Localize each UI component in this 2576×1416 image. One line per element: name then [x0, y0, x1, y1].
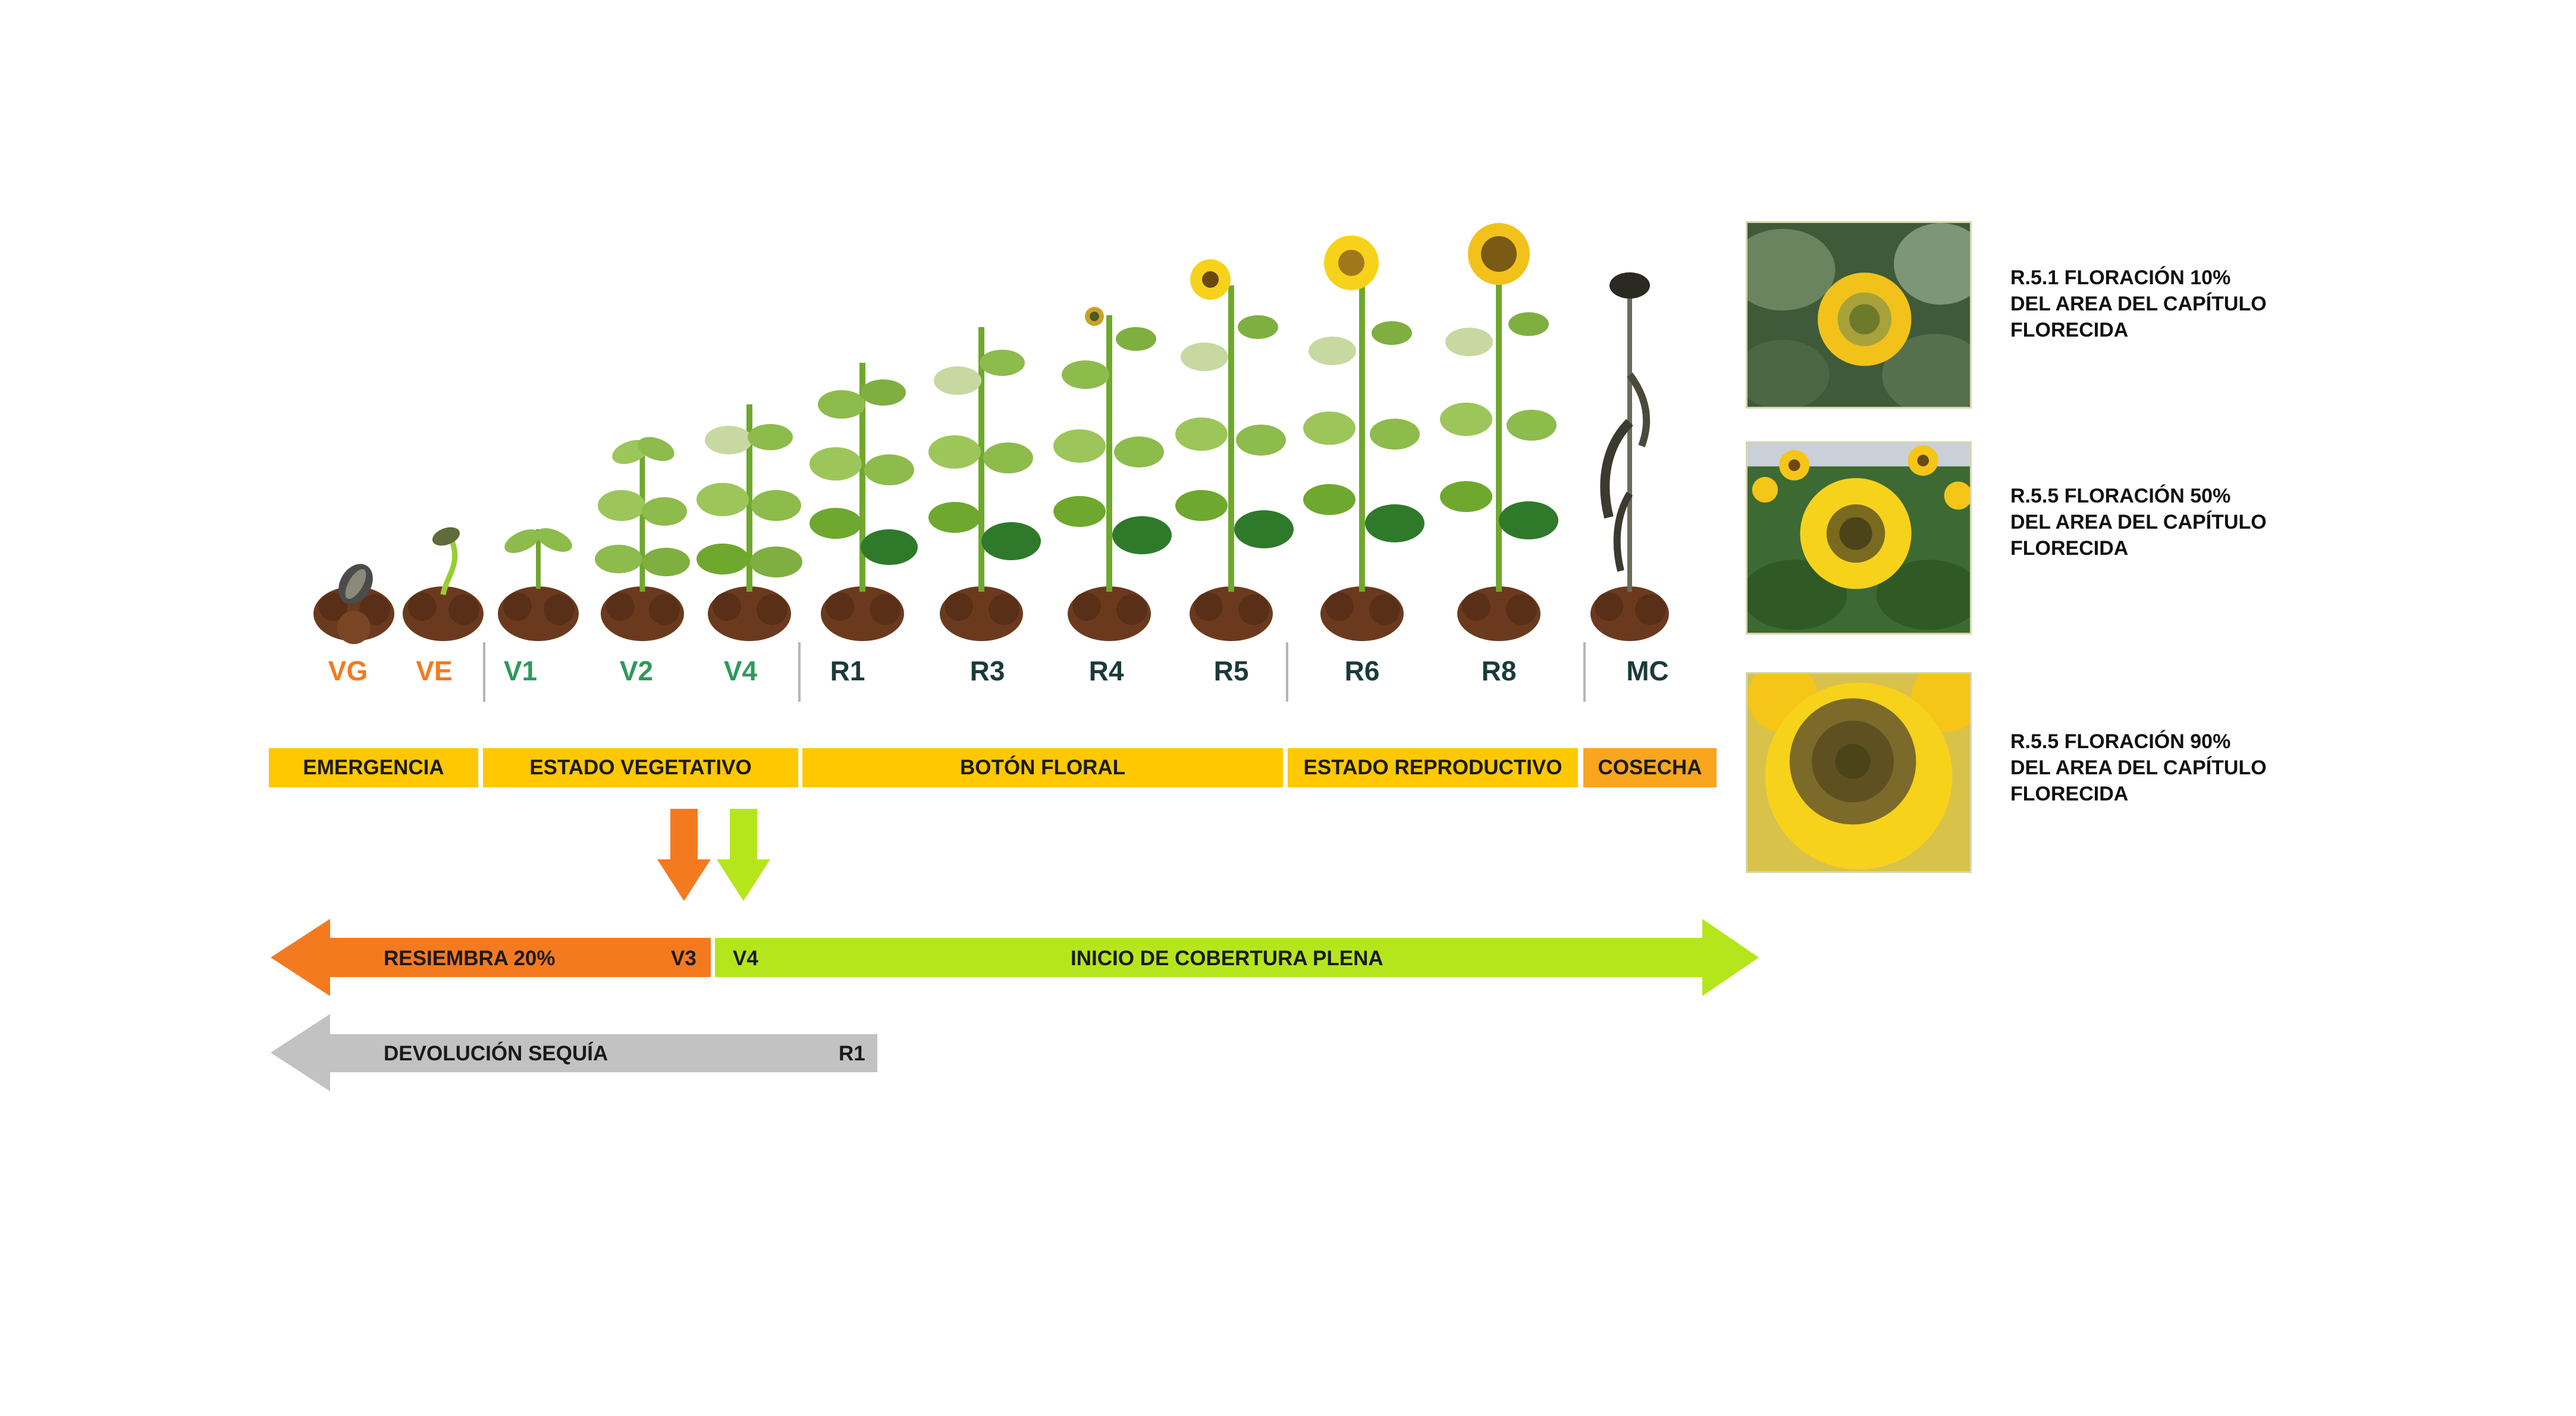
phase-emergencia: EMERGENCIA [269, 748, 478, 787]
devolucion-arrow [271, 1014, 877, 1091]
caption-line: FLORECIDA [2010, 783, 2129, 805]
sunflower-plant-icon [928, 327, 1041, 641]
caption-line: DEL AREA DEL CAPÍTULO [2010, 293, 2267, 315]
stage-label-v1: V1 [503, 655, 538, 686]
stage-label-ve: VE [416, 655, 453, 686]
stage-label-mc: MC [1626, 655, 1669, 686]
caption-line: R.5.5 FLORACIÓN 90% [2010, 730, 2231, 753]
stage-label-vg: VG [328, 655, 368, 686]
stage-label-r6: R6 [1344, 655, 1380, 686]
phase-cosecha: COSECHA [1583, 748, 1717, 787]
caption-line: R.5.5 FLORACIÓN 50% [2010, 485, 2231, 507]
cobertura-start-label: V4 [733, 947, 758, 970]
flowering-caption-90: R.5.5 FLORACIÓN 90% DEL AREA DEL CAPÍTUL… [2010, 729, 2462, 807]
sunflower-plant-icon [498, 528, 579, 641]
flowering-caption-10: R.5.1 FLORACIÓN 10% DEL AREA DEL CAPÍTUL… [2010, 265, 2462, 343]
seed-icon [313, 564, 394, 644]
resiembra-end-label: V3 [671, 947, 696, 970]
sunflower-plant-icon [1590, 272, 1669, 641]
sunflower-photo-90 [1746, 672, 1972, 873]
sunflower-plant-icon [1175, 259, 1294, 641]
sunflower-photo-icon [1747, 674, 1970, 871]
cobertura-label: INICIO DE COBERTURA PLENA [1071, 947, 1383, 970]
caption-line: DEL AREA DEL CAPÍTULO [2010, 511, 2267, 533]
stage-label-v4: V4 [723, 655, 758, 686]
caption-line: R.5.1 FLORACIÓN 10% [2010, 266, 2231, 289]
stage-separator [483, 642, 485, 702]
stage-separator [798, 642, 801, 702]
sunflower-plant-icon [1303, 236, 1425, 641]
sunflower-photo-50 [1746, 441, 1972, 635]
sunflower-plant-icon [809, 363, 918, 641]
stage-separator [1286, 642, 1288, 702]
stage-label-r4: R4 [1088, 655, 1124, 686]
sunflower-photo-icon [1747, 443, 1970, 633]
resiembra-label: RESIEMBRA 20% [384, 947, 556, 970]
stage-label-r8: R8 [1481, 655, 1517, 686]
resiembra-arrow [271, 919, 711, 996]
sunflower-photo-icon [1747, 223, 1970, 407]
cobertura-arrow [715, 919, 1759, 996]
caption-line: DEL AREA DEL CAPÍTULO [2010, 756, 2267, 779]
stage-label-r5: R5 [1213, 655, 1249, 686]
caption-line: FLORECIDA [2010, 319, 2129, 341]
devolucion-end-label: R1 [839, 1042, 865, 1065]
down-arrow-orange-icon [657, 809, 711, 901]
sunflower-plant-icon [696, 404, 802, 641]
flowering-caption-50: R.5.5 FLORACIÓN 50% DEL AREA DEL CAPÍTUL… [2010, 483, 2462, 561]
sunflower-plant-icon [595, 437, 690, 641]
caption-line: FLORECIDA [2010, 537, 2129, 560]
stage-label-v2: V2 [619, 655, 654, 686]
sunflower-photo-10 [1746, 221, 1972, 409]
phase-reproductivo: ESTADO REPRODUCTIVO [1288, 748, 1578, 787]
phase-vegetativo: ESTADO VEGETATIVO [483, 748, 798, 787]
sunflower-plant-icon [1053, 307, 1172, 641]
stage-separator [1583, 642, 1586, 702]
sprout-icon [403, 527, 484, 641]
devolucion-label: DEVOLUCIÓN SEQUÍA [384, 1042, 608, 1065]
stage-label-r3: R3 [969, 655, 1005, 686]
sunflower-plant-icon [1440, 223, 1558, 641]
down-arrow-lime-icon [717, 809, 770, 901]
stage-label-r1: R1 [830, 655, 865, 686]
phase-boton-floral: BOTÓN FLORAL [802, 748, 1283, 787]
